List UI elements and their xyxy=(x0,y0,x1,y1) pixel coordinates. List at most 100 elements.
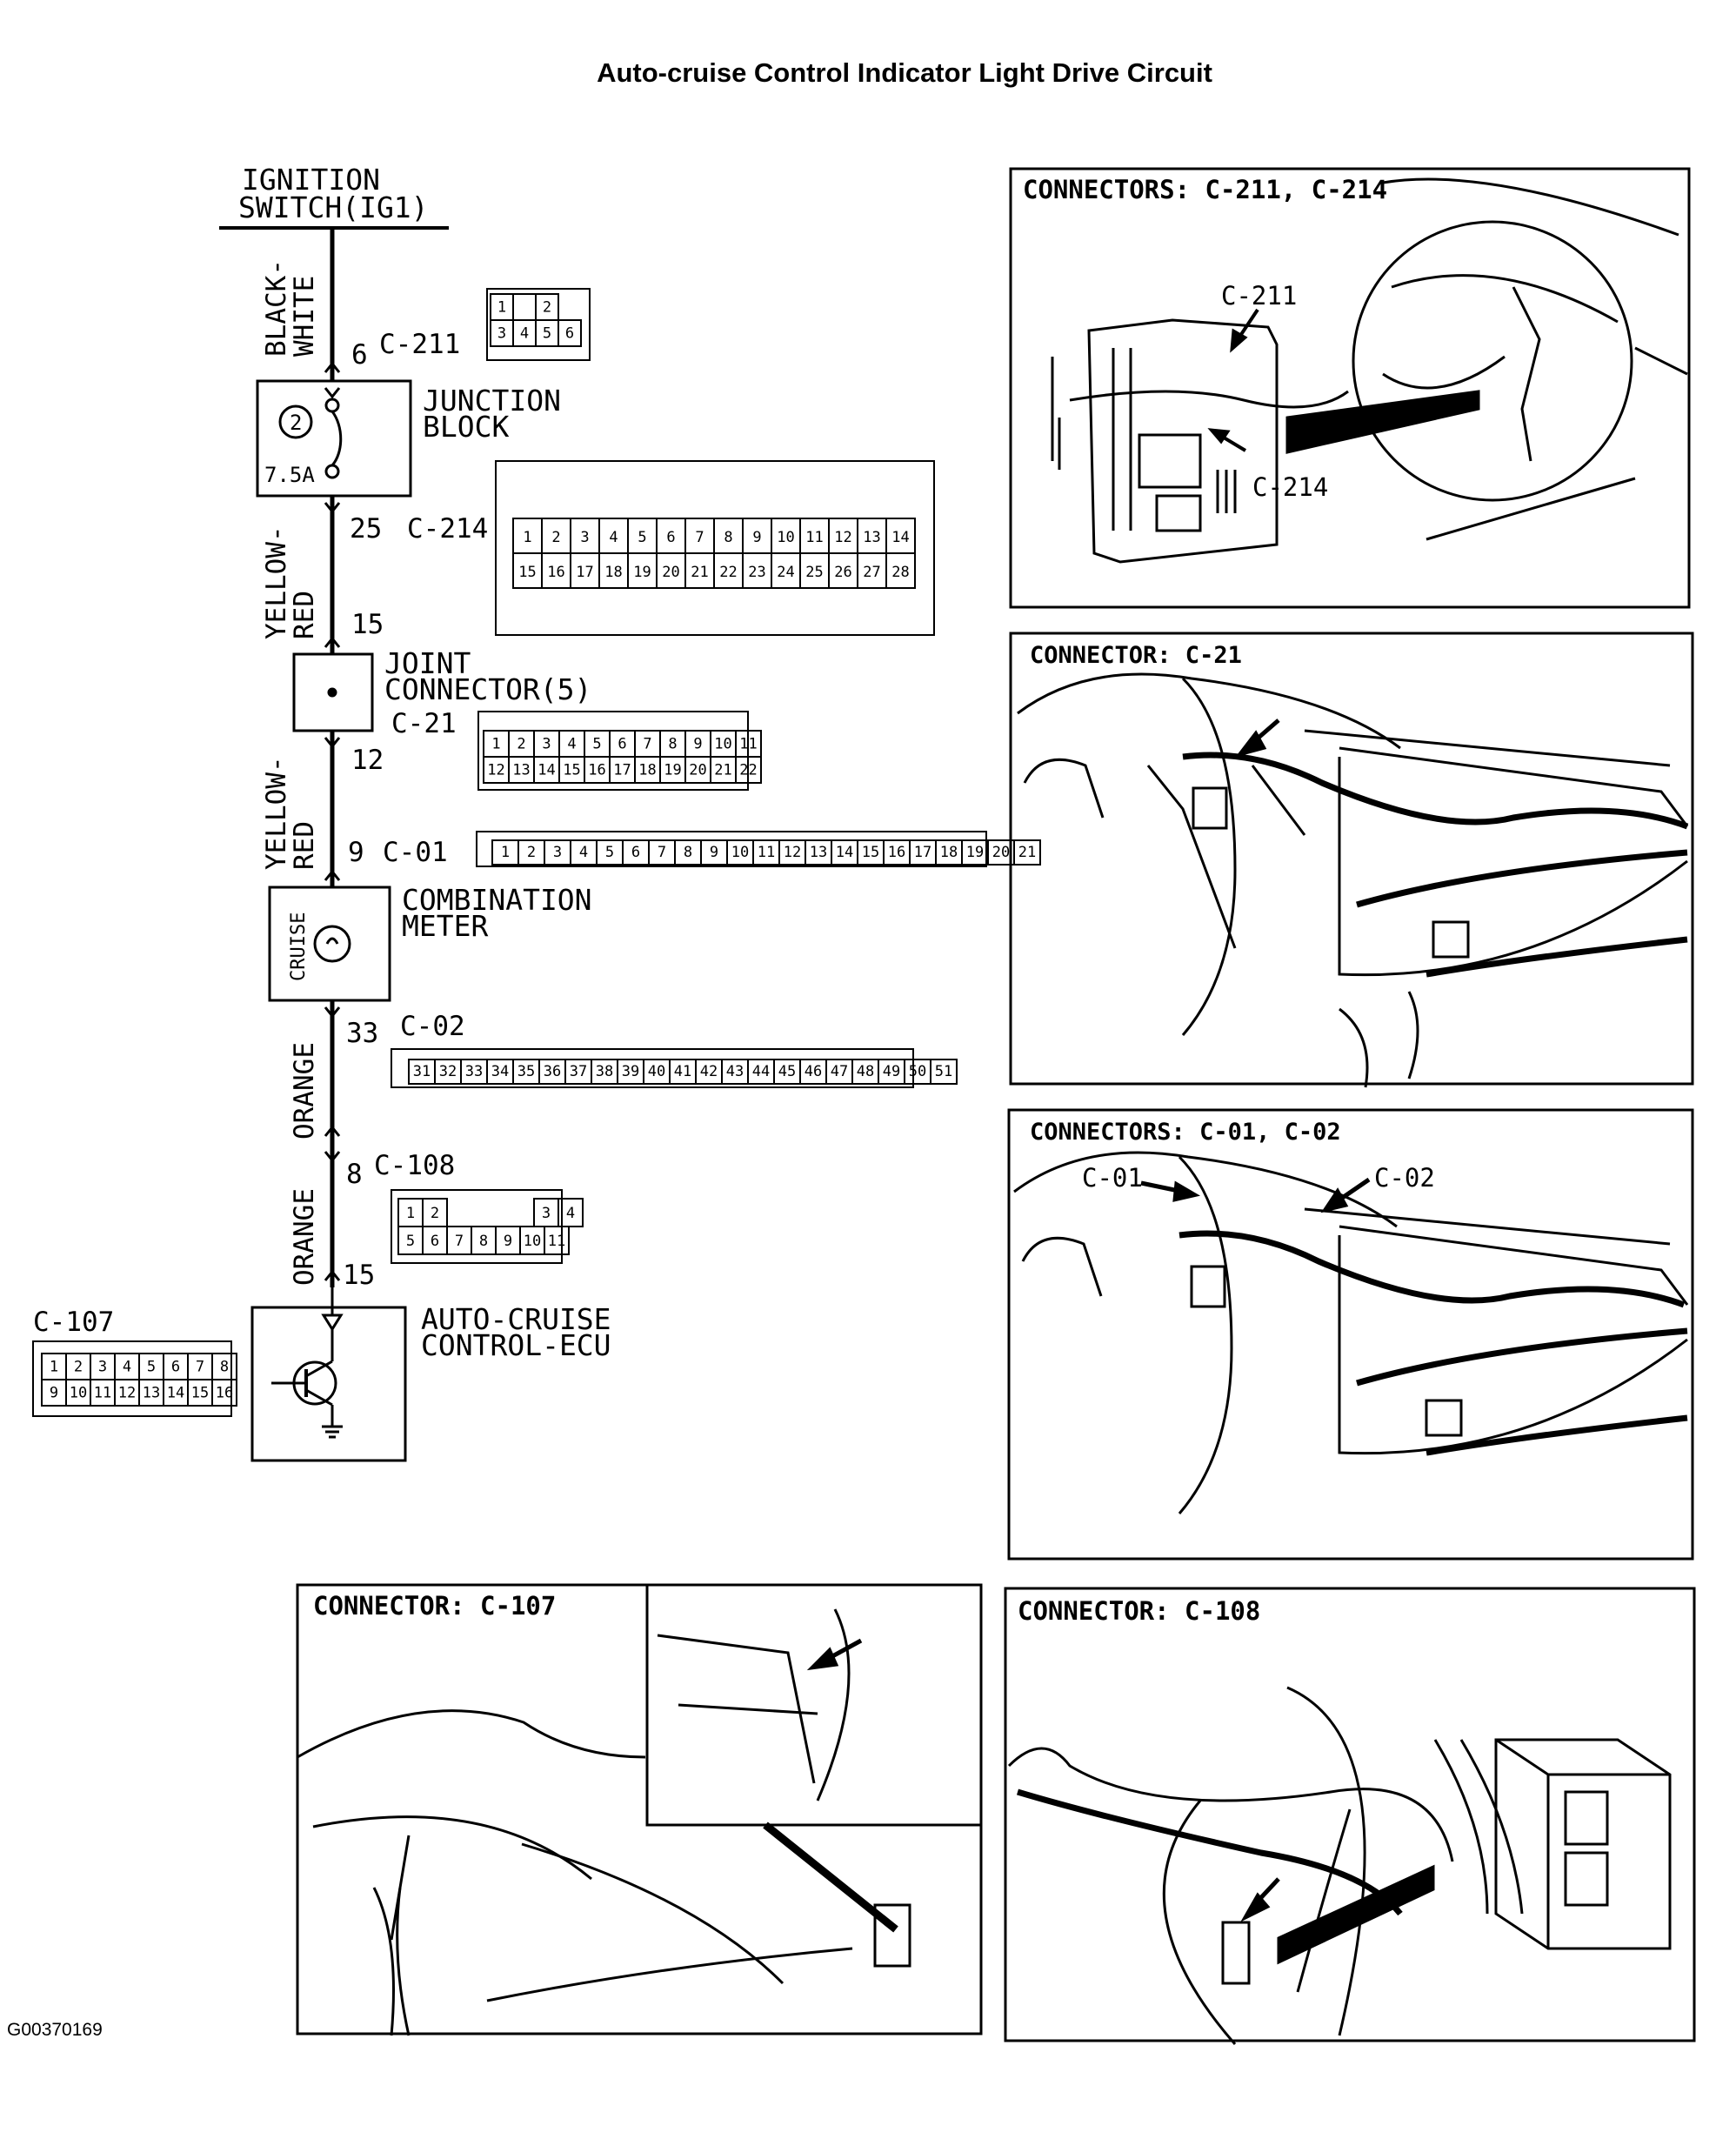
c107-pin-7: 7 xyxy=(196,1358,204,1375)
c02-pin-36: 36 xyxy=(544,1063,561,1080)
break-c01 xyxy=(324,869,341,881)
conn-c21: C-21 xyxy=(391,708,457,739)
panel-c107-inset xyxy=(645,1583,983,1827)
c214-pin-4: 4 xyxy=(609,529,618,546)
c01-pin-12: 12 xyxy=(784,844,801,861)
c21-pin-16: 16 xyxy=(588,761,605,779)
c21-pin-6: 6 xyxy=(618,735,626,752)
c108-cavity xyxy=(558,1198,584,1227)
c108-pin-6: 6 xyxy=(431,1233,439,1250)
c211-pin-6: 6 xyxy=(565,324,574,342)
c211-pin-4: 4 xyxy=(520,324,529,342)
panel-title-c21: CONNECTOR: C-21 xyxy=(1030,642,1242,669)
panel3-label-c01: C-01 xyxy=(1082,1163,1143,1193)
joint-connector-label-2: CONNECTOR(5) xyxy=(384,672,591,706)
ecu-input-triangle xyxy=(321,1313,344,1332)
joint-connector-box xyxy=(292,652,374,732)
wire-color-w4: ORANGE xyxy=(289,1042,320,1140)
c214-pin-18: 18 xyxy=(604,564,622,581)
c01-pin-17: 17 xyxy=(914,844,931,861)
pin-c108-top: 8 xyxy=(346,1159,363,1190)
c01-pin-11: 11 xyxy=(758,844,775,861)
c108-pin-10: 10 xyxy=(524,1233,541,1250)
c01-pin-6: 6 xyxy=(631,844,640,861)
panel3-label-c02: C-02 xyxy=(1374,1163,1435,1193)
panel1-pointer xyxy=(1285,390,1480,454)
fuse-number-circle xyxy=(278,404,313,439)
c02-pin-37: 37 xyxy=(570,1063,587,1080)
conn-c108: C-108 xyxy=(374,1150,455,1181)
c107-pin-1: 1 xyxy=(50,1358,58,1375)
fuse-terminal-bottom xyxy=(324,464,340,479)
c107-pin-16: 16 xyxy=(216,1384,233,1401)
pin-c01: 9 xyxy=(348,837,364,868)
wire-color-w3a: YELLOW- xyxy=(261,756,292,870)
c107-pin-2: 2 xyxy=(74,1358,83,1375)
c21-pin-18: 18 xyxy=(638,761,656,779)
c01-pin-10: 10 xyxy=(731,844,749,861)
pin-c214-top: 25 xyxy=(350,513,382,545)
c214-pin-7: 7 xyxy=(695,529,704,546)
fuse-number: 2 xyxy=(290,411,302,435)
pin-c02: 33 xyxy=(346,1018,378,1049)
c02-pin-47: 47 xyxy=(831,1063,848,1080)
c01-pin-20: 20 xyxy=(992,844,1010,861)
break-c21 xyxy=(324,737,341,749)
panel4-illustration xyxy=(297,1608,911,2036)
c01-pin-16: 16 xyxy=(888,844,905,861)
c214-pin-16: 16 xyxy=(547,564,564,581)
wire-color-w1b: WHITE xyxy=(289,276,320,357)
c214-pin-14: 14 xyxy=(891,529,909,546)
fuse-element xyxy=(331,411,343,466)
panel-title-c01-c02: CONNECTORS: C-01, C-02 xyxy=(1030,1119,1341,1146)
c01-pin-9: 9 xyxy=(710,844,718,861)
break-c214 xyxy=(324,502,341,514)
c214-pin-2: 2 xyxy=(551,529,560,546)
c02-pin-49: 49 xyxy=(883,1063,900,1080)
c214-pin-3: 3 xyxy=(580,529,589,546)
wire-color-w1a: BLACK- xyxy=(261,259,292,357)
c214-pin-12: 12 xyxy=(834,529,851,546)
c01-pin-1: 1 xyxy=(501,844,510,861)
c107-pin-13: 13 xyxy=(143,1384,160,1401)
break-c214b xyxy=(324,636,341,648)
c02-pin-51: 51 xyxy=(935,1063,952,1080)
c01-pin-13: 13 xyxy=(810,844,827,861)
c01-cavity xyxy=(1013,839,1041,866)
panel1-arrow-c214 xyxy=(1207,428,1247,452)
c211-face-outline xyxy=(486,288,591,361)
c01-pin-3: 3 xyxy=(553,844,562,861)
c21-cavity xyxy=(735,756,762,784)
c21-pin-15: 15 xyxy=(563,761,580,779)
c108-pin-1: 1 xyxy=(406,1205,415,1222)
c02-pin-45: 45 xyxy=(778,1063,796,1080)
c108-pin-4: 4 xyxy=(566,1205,575,1222)
c21-pin-7: 7 xyxy=(643,735,651,752)
panel-c211-c214 xyxy=(1009,167,1691,609)
c214-pin-6: 6 xyxy=(666,529,675,546)
wire-color-w2b: RED xyxy=(289,591,320,639)
c21-face-outline xyxy=(477,711,749,791)
cruise-lamp-circle xyxy=(313,925,351,963)
c211-pin-5: 5 xyxy=(543,324,551,342)
pin-c214-bottom: 15 xyxy=(351,609,384,640)
joint-connector-dot xyxy=(327,687,337,698)
wire-color-w3b: RED xyxy=(289,821,320,870)
c21-pin-10: 10 xyxy=(714,735,731,752)
c108-pin-11: 11 xyxy=(548,1233,565,1250)
c02-cavity xyxy=(930,1059,958,1085)
c214-pin-20: 20 xyxy=(662,564,679,581)
conn-c214: C-214 xyxy=(407,513,488,545)
c214-pin-5: 5 xyxy=(638,529,646,546)
c214-pin-17: 17 xyxy=(576,564,593,581)
c01-pin-19: 19 xyxy=(966,844,984,861)
c214-pin-11: 11 xyxy=(805,529,823,546)
cruise-lamp-filament xyxy=(325,937,339,945)
c02-pin-33: 33 xyxy=(465,1063,483,1080)
c21-pin-3: 3 xyxy=(542,735,551,752)
c107-pin-9: 9 xyxy=(50,1384,58,1401)
c214-pin-26: 26 xyxy=(834,564,851,581)
c107-pin-12: 12 xyxy=(118,1384,136,1401)
